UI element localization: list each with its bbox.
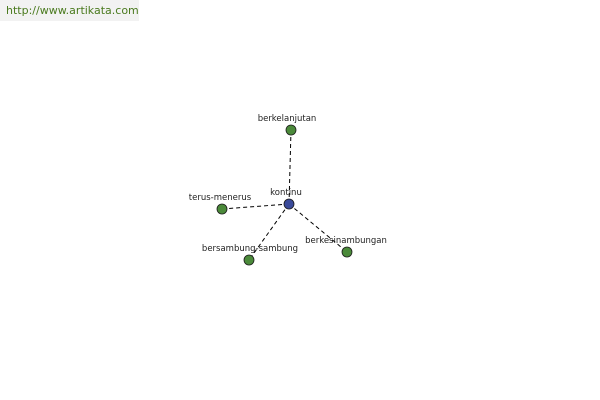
url-banner: http://www.artikata.com (0, 0, 139, 21)
url-link[interactable]: http://www.artikata.com (6, 4, 139, 17)
edge-berkelanjutan (288, 129, 292, 205)
node-bersambung-sambung[interactable] (243, 254, 255, 266)
labels: berkelanjutan terus-menerus bersambung-s… (189, 114, 387, 254)
edges (221, 129, 348, 261)
node-kontinu[interactable] (283, 198, 295, 210)
node-berkelanjutan[interactable] (285, 124, 297, 136)
edge-berkesinambungan (288, 203, 348, 253)
edge-terus-menerus (221, 203, 290, 210)
label-kontinu[interactable]: kontinu (270, 188, 302, 198)
label-terus-menerus[interactable]: terus-menerus (189, 193, 252, 203)
edge-bersambung-sambung (248, 203, 290, 261)
label-berkelanjutan[interactable]: berkelanjutan (258, 114, 317, 124)
node-terus-menerus[interactable] (216, 203, 228, 215)
label-bersambung-sambung[interactable]: bersambung-sambung (202, 244, 298, 254)
node-berkesinambungan[interactable] (341, 246, 353, 258)
leaf-nodes (216, 124, 353, 266)
label-berkesinambungan[interactable]: berkesinambungan (305, 236, 387, 246)
